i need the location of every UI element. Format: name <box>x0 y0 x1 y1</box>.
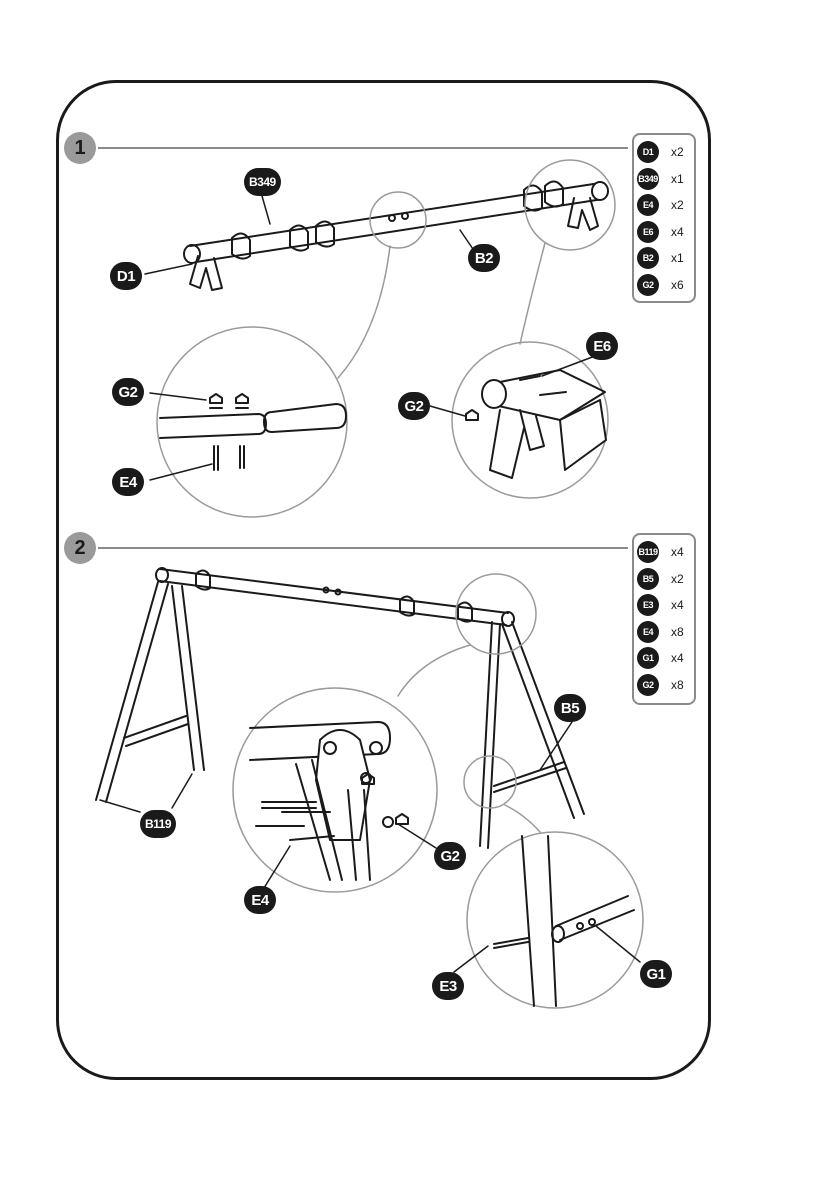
part-badge: E4 <box>637 194 659 216</box>
legend-row: D1 x2 <box>637 139 691 166</box>
callout-b5: B5 <box>554 694 586 722</box>
step-divider-1 <box>98 147 628 149</box>
step-divider-2 <box>98 547 628 549</box>
legend-row: B119 x4 <box>637 539 691 566</box>
detail-crossbar-drawing <box>494 836 634 1006</box>
part-badge: G2 <box>637 674 659 696</box>
part-badge: B349 <box>637 168 659 190</box>
legend-row: G2 x8 <box>637 672 691 699</box>
callout-b349: B349 <box>244 168 281 196</box>
part-quantity: x4 <box>671 598 684 612</box>
legend-row: E3 x4 <box>637 592 691 619</box>
callout-b119: B119 <box>140 810 176 838</box>
part-quantity: x4 <box>671 225 684 239</box>
callout-e3: E3 <box>432 972 464 1000</box>
part-quantity: x8 <box>671 678 684 692</box>
part-badge: E6 <box>637 221 659 243</box>
callout-g1: G1 <box>640 960 672 988</box>
parts-legend-step1: D1 x2 B349 x1 E4 x2 E6 x4 B2 x1 G2 x6 <box>632 133 696 303</box>
legend-row: B349 x1 <box>637 166 691 193</box>
step-number-2: 2 <box>64 532 96 564</box>
legend-row: G2 x6 <box>637 272 691 299</box>
parts-legend-step2: B119 x4 B5 x2 E3 x4 E4 x8 G1 x4 G2 x8 <box>632 533 696 705</box>
part-badge: D1 <box>637 141 659 163</box>
part-quantity: x2 <box>671 198 684 212</box>
part-quantity: x1 <box>671 251 684 265</box>
callout-g2-left: G2 <box>112 378 144 406</box>
callout-g2-right: G2 <box>398 392 430 420</box>
detail-bracket-drawing <box>250 722 408 880</box>
detail-left-drawing <box>160 394 346 470</box>
callout-d1: D1 <box>110 262 142 290</box>
part-quantity: x8 <box>671 625 684 639</box>
legend-row: B5 x2 <box>637 566 691 593</box>
part-quantity: x1 <box>671 172 684 186</box>
step-number-1: 1 <box>64 132 96 164</box>
part-quantity: x4 <box>671 545 684 559</box>
part-badge: E4 <box>637 621 659 643</box>
part-quantity: x2 <box>671 145 684 159</box>
step1-beam-drawing <box>184 181 608 290</box>
legend-row: B2 x1 <box>637 245 691 272</box>
callout-b2: B2 <box>468 244 500 272</box>
callout-g2: G2 <box>434 842 466 870</box>
legend-row: E6 x4 <box>637 219 691 246</box>
legend-row: E4 x2 <box>637 192 691 219</box>
callout-e6: E6 <box>586 332 618 360</box>
callout-e4: E4 <box>244 886 276 914</box>
part-quantity: x6 <box>671 278 684 292</box>
legend-row: G1 x4 <box>637 645 691 672</box>
callout-e4: E4 <box>112 468 144 496</box>
part-badge: E3 <box>637 594 659 616</box>
detail-right-drawing <box>466 370 606 478</box>
part-badge: B119 <box>637 541 659 563</box>
legend-row: E4 x8 <box>637 619 691 646</box>
part-quantity: x2 <box>671 572 684 586</box>
part-badge: B2 <box>637 247 659 269</box>
part-badge: G1 <box>637 647 659 669</box>
part-badge: G2 <box>637 274 659 296</box>
part-badge: B5 <box>637 568 659 590</box>
part-quantity: x4 <box>671 651 684 665</box>
